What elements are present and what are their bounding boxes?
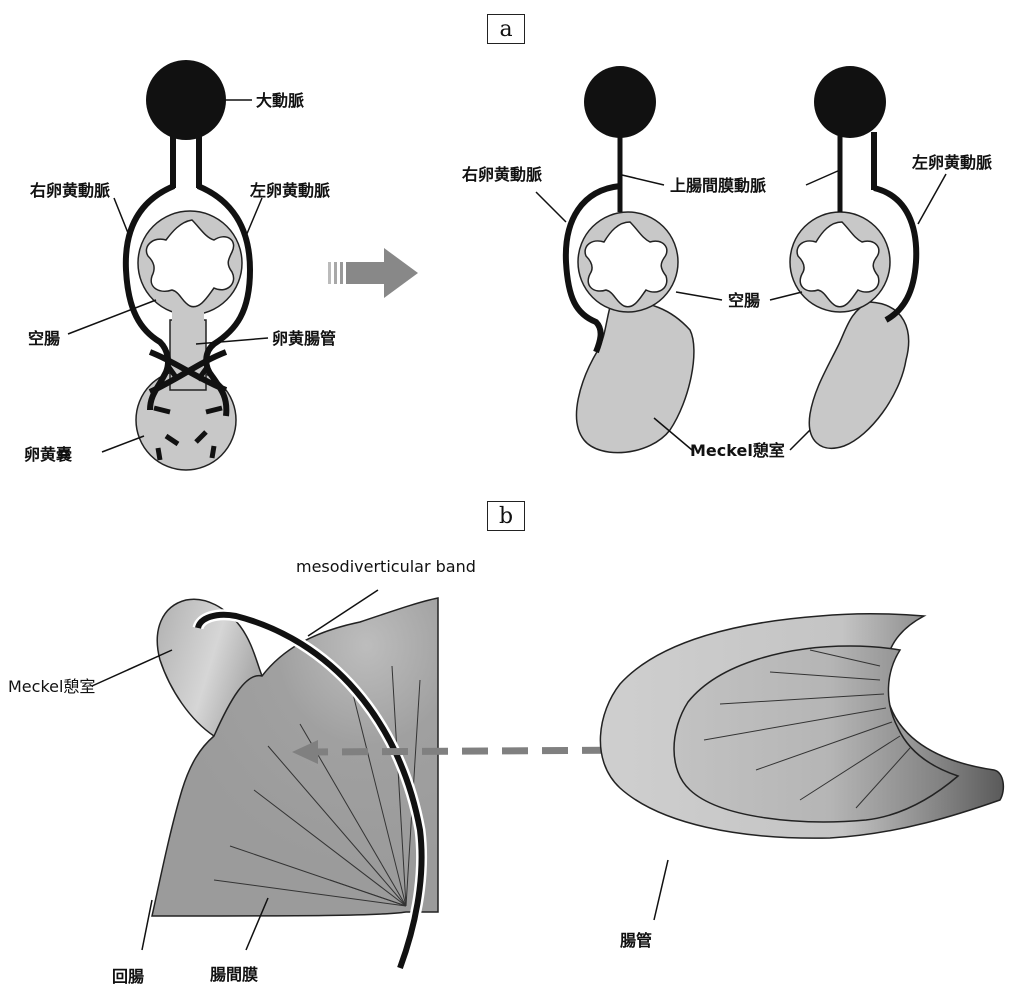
transition-arrow xyxy=(328,248,418,298)
meckel-diverticulum-2 xyxy=(809,302,908,448)
label-ileum: 回腸 xyxy=(112,967,144,986)
label-intestine: 腸管 xyxy=(620,931,652,950)
panel-b-mesentery xyxy=(152,598,438,968)
label-jejunum-left: 空腸 xyxy=(28,329,60,348)
label-mesodiverticular-band: mesodiverticular band xyxy=(296,557,476,576)
label-sma: 上腸間膜動脈 xyxy=(670,176,766,195)
aorta-2 xyxy=(814,66,886,138)
label-meckel-a: Meckel憩室 xyxy=(690,441,785,460)
panel-a-right-variant-1 xyxy=(566,66,694,453)
panel-b-intestine xyxy=(600,614,1003,838)
panel-a-left-diagram xyxy=(126,60,250,470)
panel-a-right-variant-2 xyxy=(790,66,916,448)
label-right-vitelline-artery-right: 右卵黄動脈 xyxy=(462,165,542,184)
label-right-vitelline-artery-left: 右卵黄動脈 xyxy=(30,181,110,200)
label-meckel-b: Meckel憩室 xyxy=(8,677,95,696)
aorta-1 xyxy=(584,66,656,138)
label-left-vitelline-artery-right: 左卵黄動脈 xyxy=(911,153,992,172)
label-mesentery: 腸間膜 xyxy=(210,965,258,984)
aorta xyxy=(146,60,226,140)
label-jejunum-right: 空腸 xyxy=(728,291,760,310)
label-left-vitelline-artery-left: 左卵黄動脈 xyxy=(249,181,330,200)
label-vitelline-duct: 卵黄腸管 xyxy=(272,329,336,348)
label-yolk-sac: 卵黄嚢 xyxy=(24,445,73,464)
label-aorta: 大動脈 xyxy=(256,91,304,110)
